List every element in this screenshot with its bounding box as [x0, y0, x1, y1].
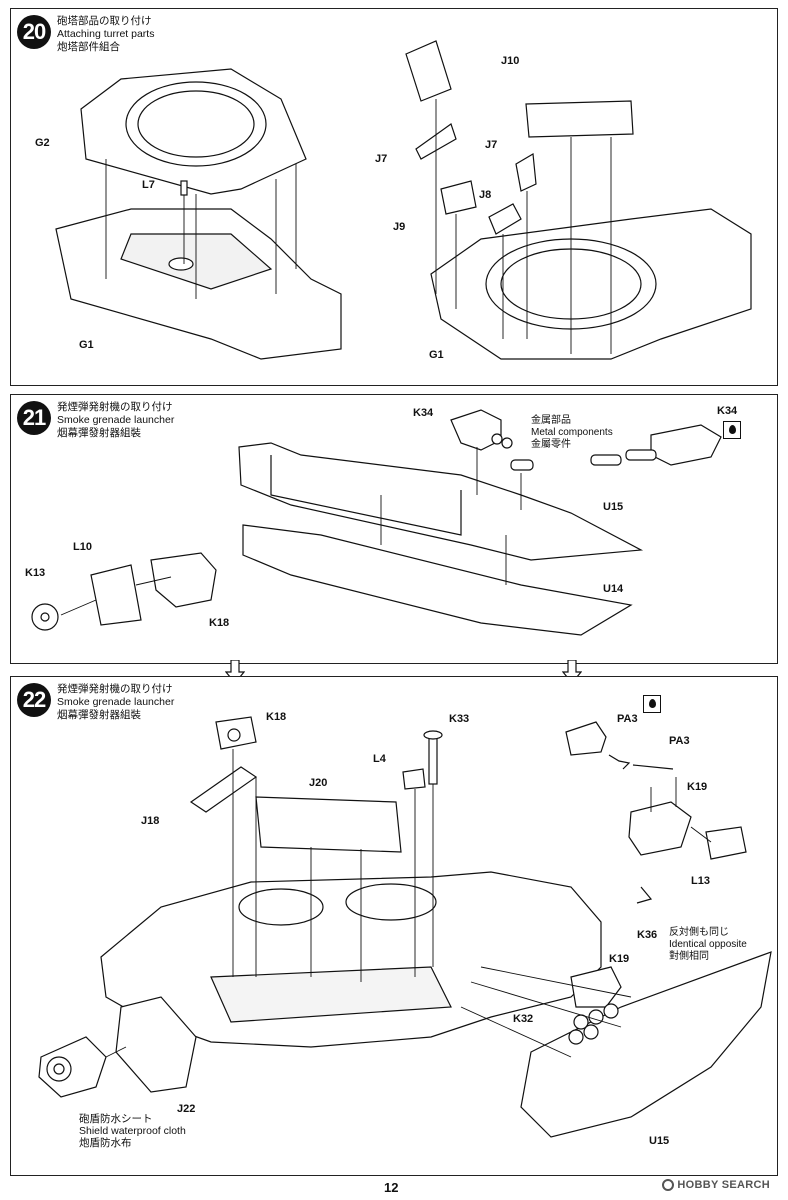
identical-opposite-note: 反対側も同じ Identical opposite 對側相同 — [669, 927, 747, 963]
step-title: 発煙弾発射機の取り付け Smoke grenade launcher 烟幕彈發射… — [57, 401, 174, 440]
hobby-search-logo-icon — [662, 1179, 675, 1191]
part-u14-drawing — [242, 524, 633, 636]
part-label-g1-left: G1 — [79, 339, 94, 351]
part-k34-left-drawing — [450, 409, 502, 451]
step-title-ja: 発煙弾発射機の取り付け — [57, 683, 173, 695]
part-k18-drawing — [150, 552, 217, 608]
watermark-text: HOBBY SEARCH — [677, 1179, 770, 1191]
part-k34-right-drawing — [650, 424, 722, 466]
step-title: 発煙弾発射機の取り付け Smoke grenade launcher 烟幕彈發射… — [57, 683, 174, 722]
step-title-en: Smoke grenade launcher — [57, 414, 175, 426]
part-u15-drawing — [520, 951, 772, 1138]
cloth-note-zh: 炮盾防水布 — [79, 1137, 132, 1149]
part-label-j9: J9 — [393, 221, 406, 233]
part-label-pa3-strip: PA3 — [669, 735, 690, 747]
part-label-j7-right: J7 — [485, 139, 498, 151]
step-title-en: Smoke grenade launcher — [57, 696, 175, 708]
part-pa3-drawing — [565, 721, 607, 756]
part-j20-drawing — [255, 796, 402, 853]
part-label-k19-lower: K19 — [609, 953, 630, 965]
part-label-u15: U15 — [603, 501, 624, 513]
step-21-illustration — [31, 409, 722, 636]
part-label-l13: L13 — [691, 875, 710, 887]
part-l4-drawing — [402, 768, 426, 790]
part-label-j8: J8 — [479, 189, 492, 201]
part-label-k19-upper: K19 — [687, 781, 708, 793]
cloth-note-ja: 砲盾防水シート — [79, 1113, 153, 1125]
part-label-j20: J20 — [309, 777, 328, 789]
paint-icon — [643, 695, 661, 713]
step-number: 20 — [17, 15, 51, 49]
paint-icon — [723, 421, 741, 439]
opposite-note-zh: 對側相同 — [669, 951, 709, 962]
part-label-l7: L7 — [142, 179, 155, 191]
step-title-zh: 烟幕彈發射器組裝 — [57, 709, 141, 721]
part-label-j10: J10 — [501, 55, 520, 67]
part-label-j22: J22 — [177, 1103, 196, 1115]
metal-note-zh: 金屬零件 — [531, 439, 571, 450]
step-22-illustration — [38, 716, 772, 1138]
part-l13-drawing — [705, 826, 747, 860]
step-number: 22 — [17, 683, 51, 717]
metal-note-en: Metal components — [531, 427, 613, 438]
part-label-g1-right: G1 — [429, 349, 444, 361]
step-title-ja: 砲塔部品の取り付け — [57, 15, 152, 27]
step-title-zh: 烟幕彈發射器組裝 — [57, 427, 141, 439]
part-k19-upper-drawing — [628, 801, 692, 856]
part-k19-lower-drawing — [570, 966, 622, 1008]
part-label-g2: G2 — [35, 137, 50, 149]
step-title-en: Attaching turret parts — [57, 28, 155, 40]
cloth-note-en: Shield waterproof cloth — [79, 1125, 186, 1137]
part-label-pa3-plate: PA3 — [617, 713, 638, 725]
opposite-note-ja: 反対側も同じ — [669, 927, 729, 938]
part-label-k34-left: K34 — [413, 407, 434, 419]
step-20-illustration — [55, 40, 752, 360]
metal-note-ja: 金属部品 — [531, 415, 571, 426]
part-label-k18: K18 — [209, 617, 230, 629]
part-l10-drawing — [90, 564, 142, 626]
part-label-k34-right: K34 — [717, 405, 738, 417]
step-title-ja: 発煙弾発射機の取り付け — [57, 401, 173, 413]
part-label-k36: K36 — [637, 929, 658, 941]
part-label-j18: J18 — [141, 815, 160, 827]
watermark: HOBBY SEARCH — [662, 1179, 770, 1191]
part-label-u14: U14 — [603, 583, 624, 595]
part-label-k13: K13 — [25, 567, 46, 579]
opposite-note-en: Identical opposite — [669, 939, 747, 950]
step-21-panel: 21 発煙弾発射機の取り付け Smoke grenade launcher 烟幕… — [10, 394, 778, 664]
part-label-u15: U15 — [649, 1135, 670, 1147]
step-22-panel: 22 発煙弾発射機の取り付け Smoke grenade launcher 烟幕… — [10, 676, 778, 1176]
part-label-j7-left: J7 — [375, 153, 388, 165]
step-title: 砲塔部品の取り付け Attaching turret parts 炮塔部件組合 — [57, 15, 154, 54]
step-number: 21 — [17, 401, 51, 435]
metal-components-note: 金属部品 Metal components 金屬零件 — [531, 415, 613, 451]
part-u15-drawing — [238, 442, 644, 561]
part-label-k18: K18 — [266, 711, 287, 723]
part-j18-drawing — [189, 766, 258, 813]
step-title-zh: 炮塔部件組合 — [57, 41, 120, 53]
part-k33-drawing — [428, 731, 438, 785]
part-label-l4: L4 — [373, 753, 386, 765]
part-label-k32: K32 — [513, 1013, 534, 1025]
step-20-panel: 20 砲塔部品の取り付け Attaching turret parts 炮塔部件… — [10, 8, 778, 386]
shield-cloth-drawing — [38, 1036, 107, 1098]
shield-cloth-note: 砲盾防水シート Shield waterproof cloth 炮盾防水布 — [79, 1113, 186, 1149]
page-number: 12 — [384, 1180, 399, 1195]
part-label-k33: K33 — [449, 713, 470, 725]
part-label-l10: L10 — [73, 541, 92, 553]
